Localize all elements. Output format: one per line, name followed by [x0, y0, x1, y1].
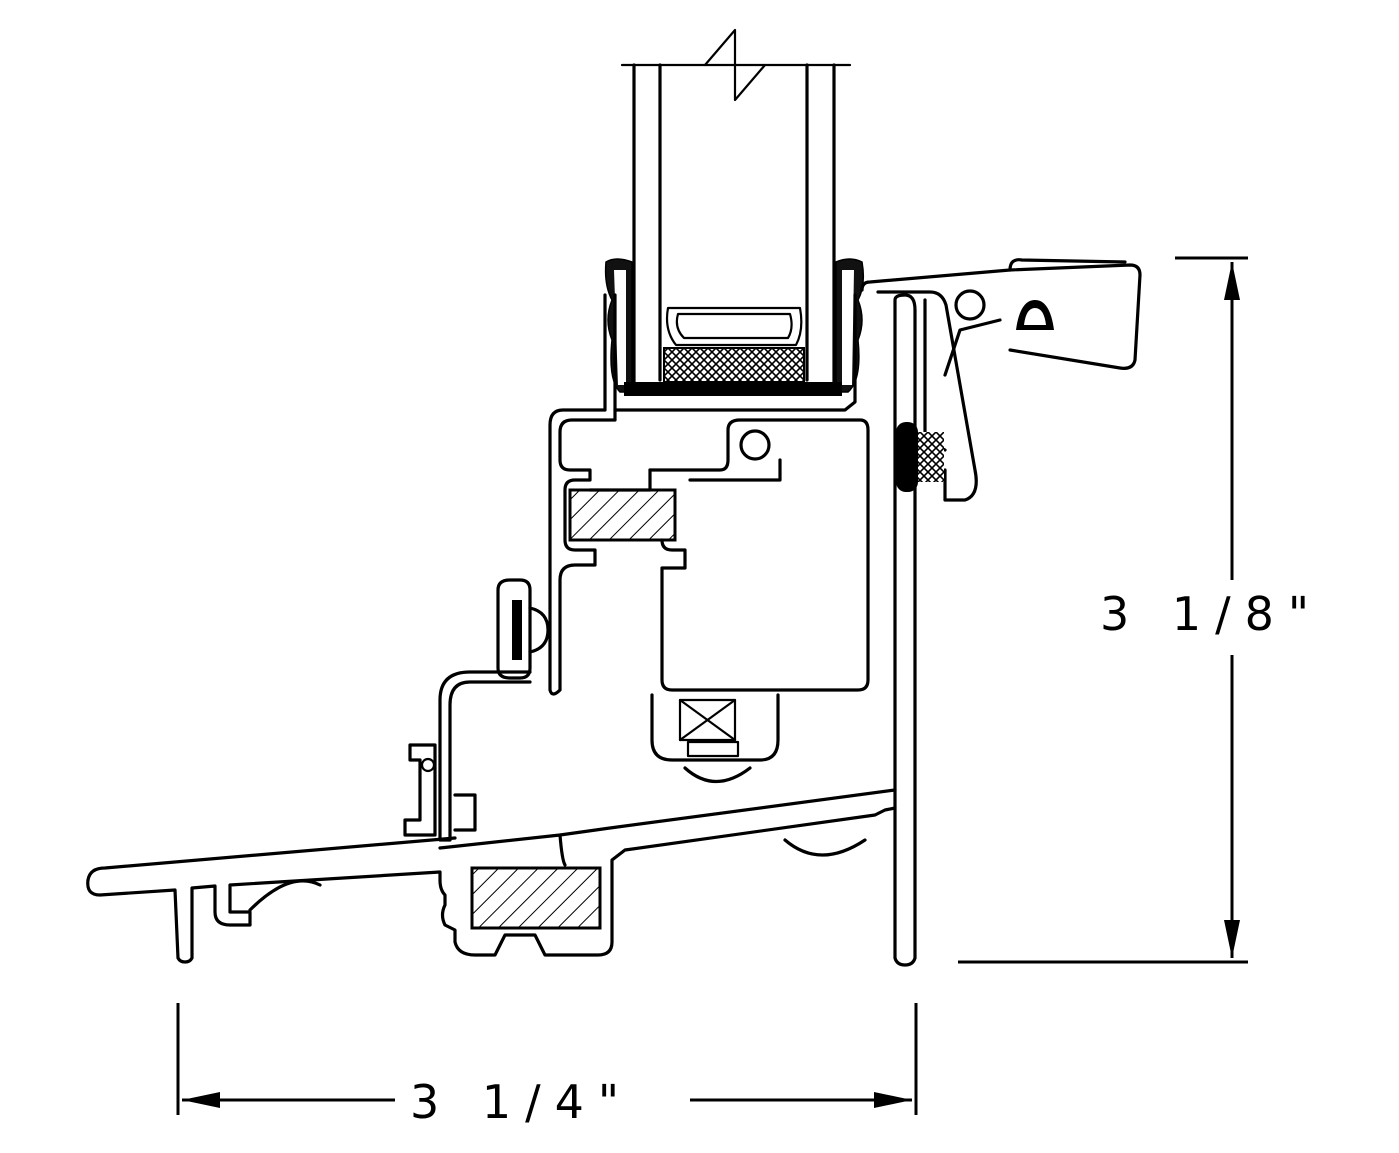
glazing-gasket-left — [604, 258, 633, 393]
sill-profile — [86, 788, 897, 964]
vent-frame-profile — [548, 293, 870, 696]
frame-jamb — [860, 258, 1142, 967]
height-dimension-label: 3 1/8" — [1100, 587, 1323, 641]
setting-block — [624, 382, 842, 396]
thermal-break-upper — [568, 488, 677, 542]
spacer-bar — [663, 306, 805, 383]
width-dimension: 3 1/4" — [176, 1003, 918, 1129]
width-dimension-label: 3 1/4" — [410, 1075, 633, 1129]
height-dimension: 3 1/8" — [958, 256, 1323, 964]
vent-bottom-tube — [650, 693, 780, 783]
weatherstrip — [896, 422, 944, 492]
thermal-break-lower — [470, 866, 602, 930]
glazing-gasket-right — [835, 258, 865, 393]
interior-stop — [403, 670, 532, 842]
interior-gasket — [496, 578, 550, 680]
